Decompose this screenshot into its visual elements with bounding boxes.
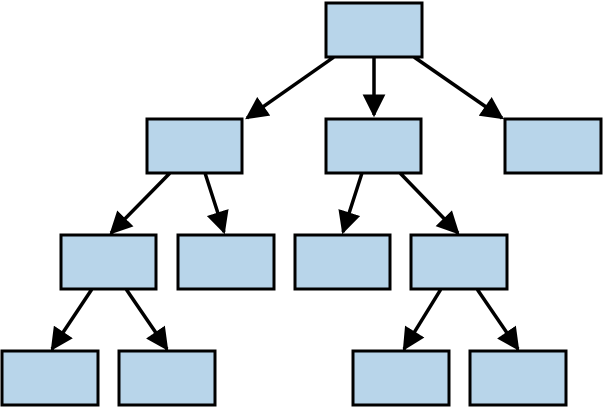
edge-arrow-a1-to-a1a [50, 288, 94, 351]
edge-arrow-a-to-a2 [203, 172, 229, 235]
edge-arrow-root-to-a [245, 55, 336, 120]
tree-node-a1a [0, 349, 100, 407]
edge-arrow-a-to-a1 [109, 171, 172, 235]
edges-layer [50, 55, 520, 351]
edge-arrow-b2-to-b2a [402, 288, 443, 351]
tree-node-a1b [117, 349, 217, 407]
edge-arrow-root-to-c [413, 55, 504, 120]
tree-node-c [503, 117, 603, 175]
tree-node-root [324, 1, 424, 59]
tree-node-a1 [59, 233, 158, 291]
tree-node-b [324, 117, 423, 175]
edge-arrow-b2-to-b2b [475, 288, 520, 351]
tree-node-a2 [176, 233, 276, 291]
edge-arrow-b-to-b1 [338, 172, 364, 235]
tree-node-b2a [351, 349, 451, 407]
tree-node-b1 [293, 233, 392, 291]
tree-node-b2 [409, 233, 509, 291]
tree-node-b2b [468, 349, 568, 407]
edge-arrow-a1-to-a1b [124, 288, 169, 351]
edge-arrow-b-to-b2 [398, 171, 460, 235]
tree-node-a [145, 117, 244, 175]
